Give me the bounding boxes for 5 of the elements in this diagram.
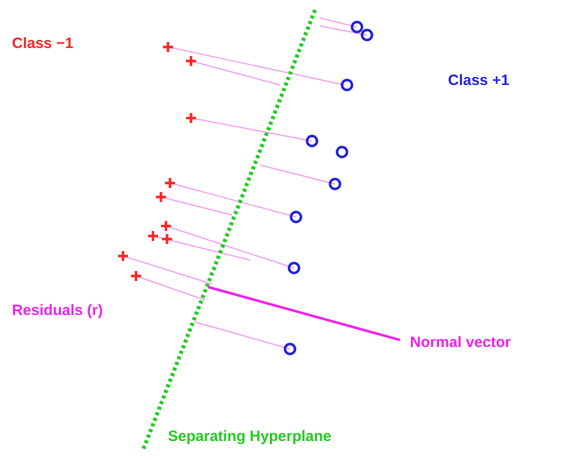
residuals-label: Residuals (r) <box>12 302 103 319</box>
class-label: Class +1 <box>448 72 510 89</box>
hyperplane-label: Separating Hyperplane <box>168 428 332 445</box>
class-label: Class −1 <box>12 35 74 52</box>
normal-vector-label: Normal vector <box>410 334 511 351</box>
